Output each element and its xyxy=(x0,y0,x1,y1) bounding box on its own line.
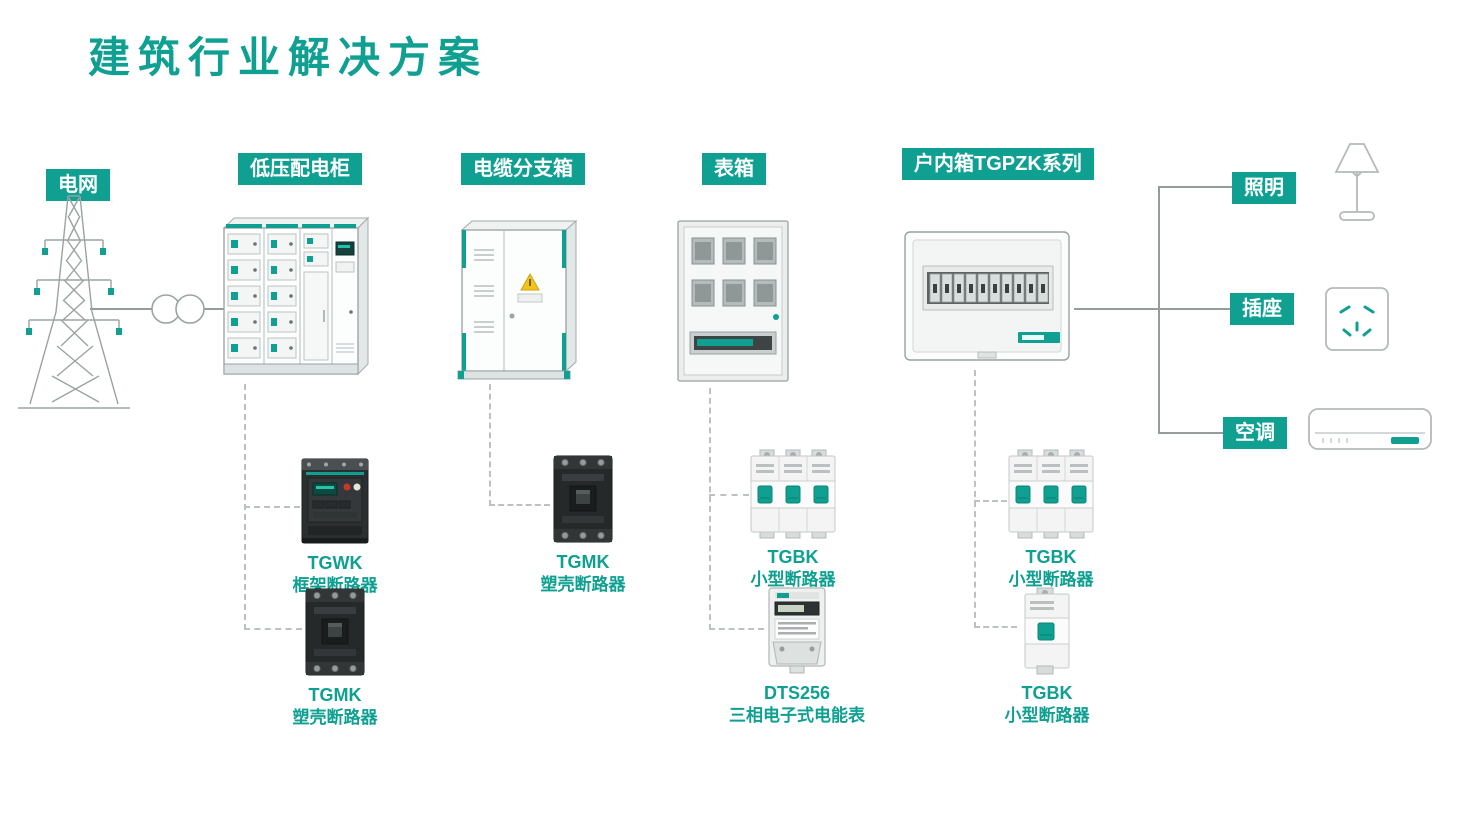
dash-indoor-tgbk-a xyxy=(974,500,1007,502)
dash-indoor-products xyxy=(974,370,976,628)
tgbk-breaker-image xyxy=(750,449,836,539)
page-title: 建筑行业解决方案 xyxy=(88,34,489,81)
connector-socket xyxy=(1158,308,1232,310)
product-model-label: TGBK xyxy=(1021,683,1073,703)
lv-cabinet-image xyxy=(222,216,370,376)
branch-box-image xyxy=(457,219,578,380)
transformer-icon xyxy=(151,294,205,324)
dash-cabinet-tgwk xyxy=(244,506,300,508)
dash-branch-products xyxy=(489,384,491,506)
product-name-label: 塑壳断路器 xyxy=(292,707,378,727)
badge-socket: 插座 xyxy=(1230,293,1294,325)
tgmk-breaker-image xyxy=(553,455,613,543)
lamp-icon xyxy=(1334,143,1380,221)
dash-meter-tgbk xyxy=(709,494,749,496)
indoor-box-image xyxy=(904,231,1070,361)
air-conditioner-icon xyxy=(1308,408,1432,450)
product-name-label: 小型断路器 xyxy=(1004,705,1090,725)
product-name-label: 小型断路器 xyxy=(1008,569,1094,589)
product-tgbk-meter: TGBK 小型断路器 xyxy=(718,448,868,590)
product-tgwk: TGWK 框架断路器 xyxy=(260,456,410,596)
product-model-label: DTS256 xyxy=(763,683,831,703)
product-tgmk-branch: TGMK 塑壳断路器 xyxy=(508,453,658,595)
product-name-label: 小型断路器 xyxy=(750,569,836,589)
product-name-label: 三相电子式电能表 xyxy=(729,705,865,725)
badge-indoor-box: 户内箱TGPZK系列 xyxy=(902,148,1094,180)
dts256-meter-image xyxy=(768,587,826,674)
tgwk-breaker-image xyxy=(301,458,369,544)
badge-meter-box: 表箱 xyxy=(702,153,766,185)
dash-indoor-tgbk-b xyxy=(974,626,1017,628)
product-tgmk-cabinet: TGMK 塑壳断路器 xyxy=(260,586,410,728)
product-tgbk-indoor-b: TGBK 小型断路器 xyxy=(972,586,1122,726)
badge-lighting: 照明 xyxy=(1232,172,1296,204)
product-model-label: TGBK xyxy=(1025,547,1077,567)
product-tgbk-indoor-a: TGBK 小型断路器 xyxy=(976,448,1126,590)
dash-branch-tgmk xyxy=(489,504,550,506)
power-tower-icon xyxy=(18,195,130,409)
product-model-label: TGBK xyxy=(767,547,819,567)
meter-box-image xyxy=(677,220,789,382)
product-model-label: TGMK xyxy=(556,552,610,572)
tgbk-breaker-image xyxy=(1008,449,1094,539)
socket-icon xyxy=(1325,287,1389,351)
dash-cabinet-tgmk xyxy=(244,628,302,630)
badge-lv-cabinet: 低压配电柜 xyxy=(238,153,362,185)
dash-meter-products xyxy=(709,388,711,630)
product-name-label: 塑壳断路器 xyxy=(540,574,626,594)
tgmk-breaker-image xyxy=(305,588,365,676)
connector-indoor-to-loads xyxy=(1074,308,1160,310)
dash-meter-dts256 xyxy=(709,628,764,630)
loads-bus-line xyxy=(1158,186,1160,434)
product-model-label: TGWK xyxy=(307,553,363,573)
connector-lighting xyxy=(1158,186,1234,188)
product-model-label: TGMK xyxy=(308,685,362,705)
connector-ac xyxy=(1158,432,1225,434)
product-dts256: DTS256 三相电子式电能表 xyxy=(722,586,872,726)
badge-air-conditioner: 空调 xyxy=(1223,417,1287,449)
tgbk-small-breaker-image xyxy=(1024,587,1070,675)
badge-branch-box: 电缆分支箱 xyxy=(461,153,585,185)
